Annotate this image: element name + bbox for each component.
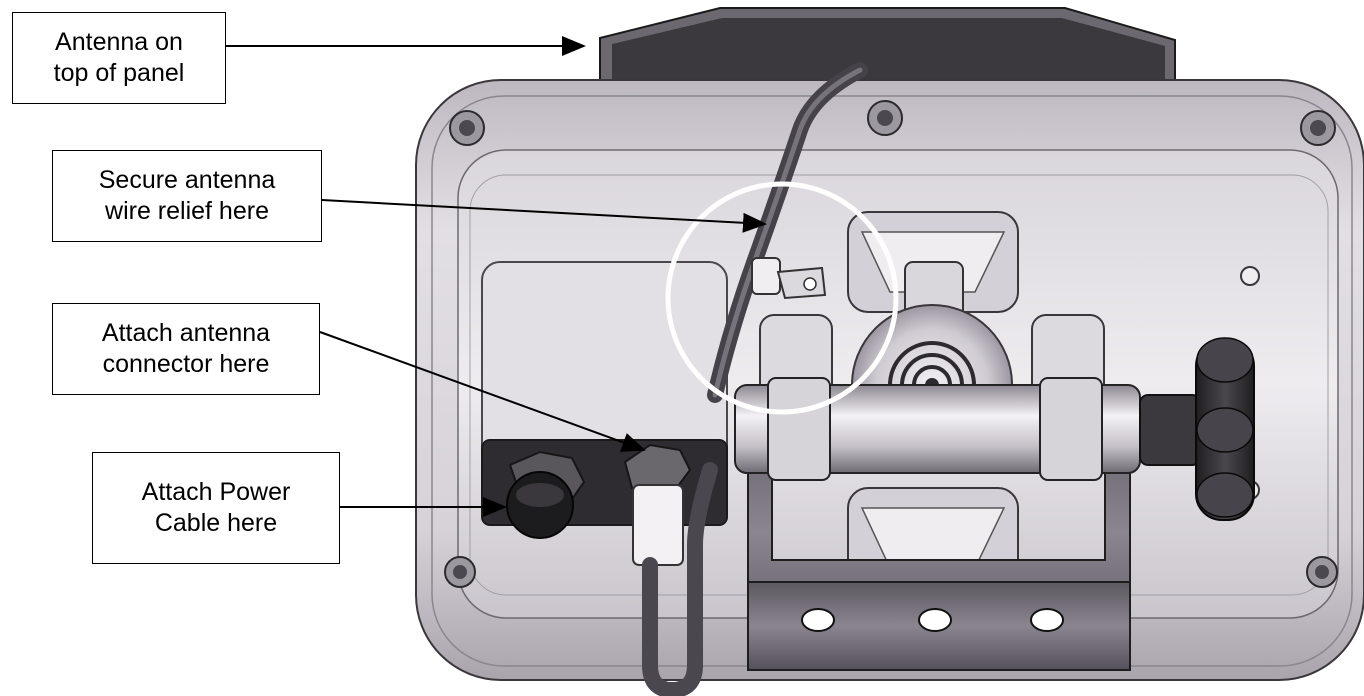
wire-relief-clip [751, 257, 827, 300]
callout-secure-relief: Secure antenna wire relief here [52, 150, 322, 242]
power-connector [506, 450, 586, 539]
callout-antenna-connector: Attach antenna connector here [52, 303, 320, 395]
callout-text-line1: Antenna on [55, 28, 183, 56]
callout-text-line2: top of panel [53, 59, 185, 87]
callout-text-line2: wire relief here [105, 197, 269, 225]
leader-antenna-connector [319, 331, 646, 452]
antenna-connector [623, 443, 692, 566]
relief-highlight-circle [665, 181, 899, 415]
callout-text-line2: Cable here [154, 509, 278, 537]
callout-text-line1: Attach antenna [101, 319, 271, 347]
pivot-tube [734, 377, 1141, 481]
upper-mount-tab [847, 211, 1019, 323]
antenna-wire-loop [642, 462, 718, 696]
callout-antenna-top: Antenna on top of panel [12, 12, 226, 104]
leader-secure-relief [321, 199, 767, 233]
mount-knob [1139, 337, 1255, 521]
callout-power-cable: Attach Power Cable here [92, 452, 340, 564]
callout-text-line1: Secure antenna [98, 166, 276, 194]
corner-screws [444, 100, 1338, 588]
callout-text-line1: Attach Power [141, 478, 291, 506]
callout-text-line2: connector here [102, 350, 270, 378]
